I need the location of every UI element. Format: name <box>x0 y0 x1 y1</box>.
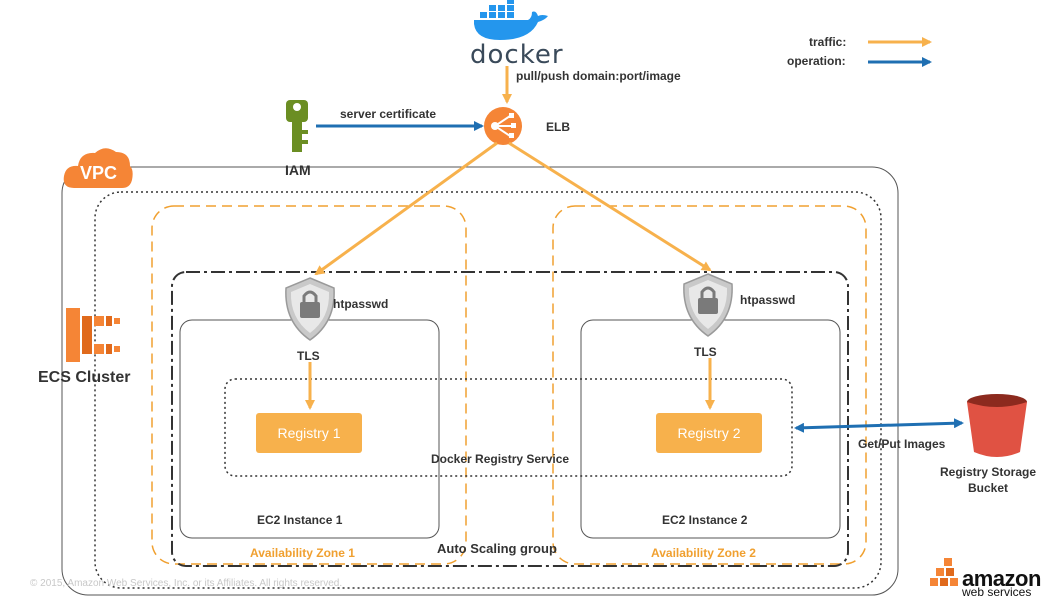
elb-label: ELB <box>546 120 570 134</box>
docker-icon <box>474 0 548 40</box>
htpasswd-label-1: htpasswd <box>333 297 389 311</box>
registry-1-box: Registry 1 <box>256 413 362 453</box>
registry-2-box: Registry 2 <box>656 413 762 453</box>
availability-zone-2-boundary <box>552 205 867 565</box>
web-services-logo-text: web services <box>962 585 1032 599</box>
get-put-images-label: Get/Put Images <box>858 437 946 451</box>
vpc-label: VPC <box>80 163 118 183</box>
aws-logo-icon <box>930 558 958 586</box>
shield-lock-icon-2 <box>683 273 733 337</box>
availability-zone-1-boundary <box>151 205 467 565</box>
copyright-notice: © 2015, Amazon Web Services, Inc. or its… <box>30 578 343 589</box>
elb-icon <box>484 107 522 145</box>
auto-scaling-group-label: Auto Scaling group <box>437 541 557 556</box>
availability-zone-2-label: Availability Zone 2 <box>651 546 756 560</box>
iam-label: IAM <box>285 162 311 178</box>
tls-label-2: TLS <box>694 345 717 359</box>
ecs-cluster-boundary <box>94 191 882 589</box>
ecs-cluster-label: ECS Cluster <box>38 369 131 386</box>
legend-traffic-label: traffic: <box>809 35 847 49</box>
registry-service-label: Docker Registry Service <box>431 452 570 466</box>
iam-key-icon <box>286 100 308 152</box>
legend-operation-label: operation: <box>787 54 846 68</box>
registry-2-to-bucket-arrow <box>794 418 964 433</box>
registry-service-boundary <box>224 378 793 477</box>
vpc-boundary <box>61 166 899 596</box>
docker-action-label: pull/push domain:port/image <box>516 69 681 83</box>
availability-zone-1-label: Availability Zone 1 <box>250 546 355 560</box>
registry-storage-bucket-icon <box>967 394 1027 457</box>
ec2-instance-2-label: EC2 Instance 2 <box>662 513 748 527</box>
ec2-instance-1-label: EC2 Instance 1 <box>257 513 343 527</box>
shield-lock-icon-1 <box>285 277 335 341</box>
elb-to-az2-arrow <box>508 141 712 272</box>
ecs-cluster-icon <box>66 308 120 362</box>
docker-label: docker <box>470 40 564 70</box>
registry-storage-bucket-label: Registry Storage Bucket <box>939 465 1037 495</box>
amazon-logo-text: amazon <box>962 566 1041 591</box>
elb-to-az1-arrow <box>314 141 498 276</box>
server-certificate-label: server certificate <box>340 107 437 121</box>
htpasswd-label-2: htpasswd <box>740 293 796 307</box>
tls-label-1: TLS <box>297 349 320 363</box>
vpc-cloud-icon <box>63 148 133 188</box>
